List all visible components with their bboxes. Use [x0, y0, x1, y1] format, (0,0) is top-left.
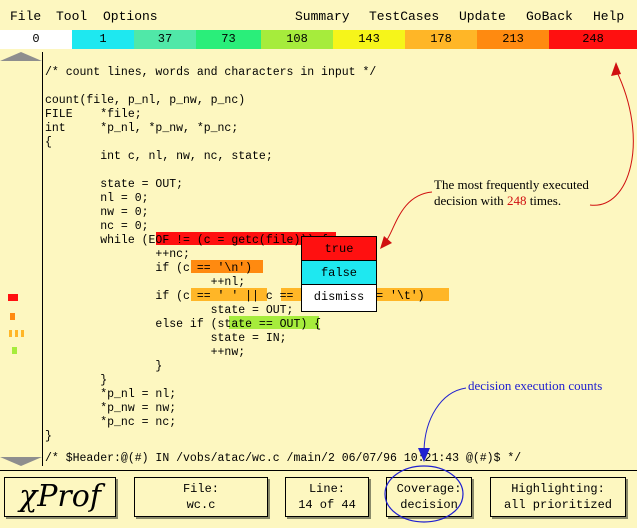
execution-count-legend: 0 1 37 73 108 143 178 213 248 [0, 30, 637, 49]
legend-cell: 213 [477, 30, 549, 49]
code-line: *p_nc = nc; [45, 416, 177, 429]
legend-cell: 178 [405, 30, 477, 49]
annotation-most-frequent: The most frequently executed decision wi… [434, 177, 589, 209]
line-panel: Line: 14 of 44 [285, 477, 369, 517]
code-line: /* $Header:@(#) IN /vobs/atac/wc.c /main… [45, 452, 522, 465]
annotation-line2-post: times. [526, 193, 562, 208]
legend-cell: 37 [134, 30, 196, 49]
legend-cell: 1 [72, 30, 134, 49]
code-line: ++nw; [45, 346, 246, 359]
legend-cell: 108 [261, 30, 333, 49]
code-line: nc = 0; [45, 220, 149, 233]
menu-goback[interactable]: GoBack [526, 9, 573, 24]
annotation-counts: decision execution counts [468, 378, 603, 393]
decision-highlight-while[interactable] [156, 232, 336, 245]
code-line: } [45, 374, 108, 387]
code-line: nl = 0; [45, 192, 149, 205]
overview-mark [8, 294, 18, 301]
menu-summary[interactable]: Summary [295, 9, 350, 24]
code-line: if (c == '\n') [45, 262, 253, 275]
menu-update[interactable]: Update [459, 9, 506, 24]
code-line: else if (state == OUT) { [45, 318, 322, 331]
code-line: *p_nl = nl; [45, 388, 177, 401]
arrow-legend-to-label [589, 69, 634, 206]
scroll-down-arrow-icon[interactable] [0, 457, 42, 466]
coverage-value: decision [400, 498, 458, 512]
decision-highlight-space[interactable] [191, 288, 267, 301]
code-line: } [45, 430, 52, 443]
annotation-count: 248 [506, 193, 527, 208]
popup-true-option[interactable]: true [302, 237, 376, 261]
code-line: state = OUT; [45, 178, 184, 191]
legend-cell: 143 [333, 30, 405, 49]
overview-mark [21, 330, 24, 337]
menu-options[interactable]: Options [103, 9, 158, 24]
menu-bar: File Tool Options Summary TestCases Upda… [0, 0, 637, 30]
scroll-up-arrow-icon[interactable] [0, 52, 42, 61]
decision-highlight-tab[interactable] [375, 288, 449, 301]
legend-cell: 0 [0, 30, 72, 49]
file-label: File: [182, 482, 219, 496]
decision-popup-menu: true false dismiss [301, 236, 377, 312]
arrow-head-icon [418, 448, 430, 462]
code-line: state = OUT; [45, 304, 294, 317]
code-line: *p_nw = nw; [45, 402, 177, 415]
highlighting-label: Highlighting: [511, 482, 605, 496]
coverage-panel[interactable]: Coverage: decision [386, 477, 472, 517]
line-label: Line: [308, 482, 345, 496]
highlighting-value: all prioritized [503, 498, 613, 512]
file-value: wc.c [186, 498, 216, 512]
code-line: int c, nl, nw, nc, state; [45, 150, 273, 163]
arrow-head-icon [611, 62, 621, 76]
coverage-label: Coverage: [396, 482, 462, 496]
overview-mark [12, 347, 17, 354]
menu-file[interactable]: File [10, 9, 42, 24]
menu-help[interactable]: Help [593, 9, 625, 24]
arrow-label-to-decision [384, 191, 433, 244]
legend-cell: 73 [196, 30, 261, 49]
overview-mark [9, 330, 12, 337]
code-line: nw = 0; [45, 206, 149, 219]
menu-testcases[interactable]: TestCases [369, 9, 440, 24]
code-line: count(file, p_nl, p_nw, p_nc) [45, 94, 246, 107]
annotation-line2: decision with 248 times. [434, 193, 589, 209]
code-line: ++nl; [45, 276, 246, 289]
code-line: FILE *file; [45, 108, 142, 121]
code-line: } [45, 360, 163, 373]
popup-dismiss-button[interactable]: dismiss [302, 285, 376, 309]
menu-tool[interactable]: Tool [56, 9, 88, 24]
code-line: int *p_nl, *p_nw, *p_nc; [45, 122, 239, 135]
overview-mark [10, 313, 15, 320]
arrow-counts-to-coverage [423, 387, 467, 451]
arrow-head-icon [380, 236, 392, 249]
overview-mark [15, 330, 18, 337]
status-bar: χProf File: wc.c Line: 14 of 44 Coverage… [0, 470, 637, 528]
line-value: 14 of 44 [298, 498, 356, 512]
code-line: state = IN; [45, 332, 287, 345]
legend-cell: 248 [549, 30, 637, 49]
chiprof-logo: χProf [4, 477, 116, 517]
file-panel: File: wc.c [134, 477, 268, 517]
overview-scrollbar[interactable] [0, 52, 43, 466]
code-line: { [45, 136, 52, 149]
decision-highlight-state[interactable] [229, 316, 319, 329]
highlighting-panel[interactable]: Highlighting: all prioritized [490, 477, 626, 517]
decision-highlight-newline[interactable] [191, 260, 263, 273]
annotation-line1: The most frequently executed [434, 177, 589, 192]
annotation-line2-pre: decision with [434, 193, 507, 208]
popup-false-option[interactable]: false [302, 261, 376, 285]
code-line: /* count lines, words and characters in … [45, 66, 377, 79]
code-line: ++nc; [45, 248, 190, 261]
coverage-highlight-ellipse [384, 465, 464, 523]
highlight-ellipse [384, 465, 464, 523]
